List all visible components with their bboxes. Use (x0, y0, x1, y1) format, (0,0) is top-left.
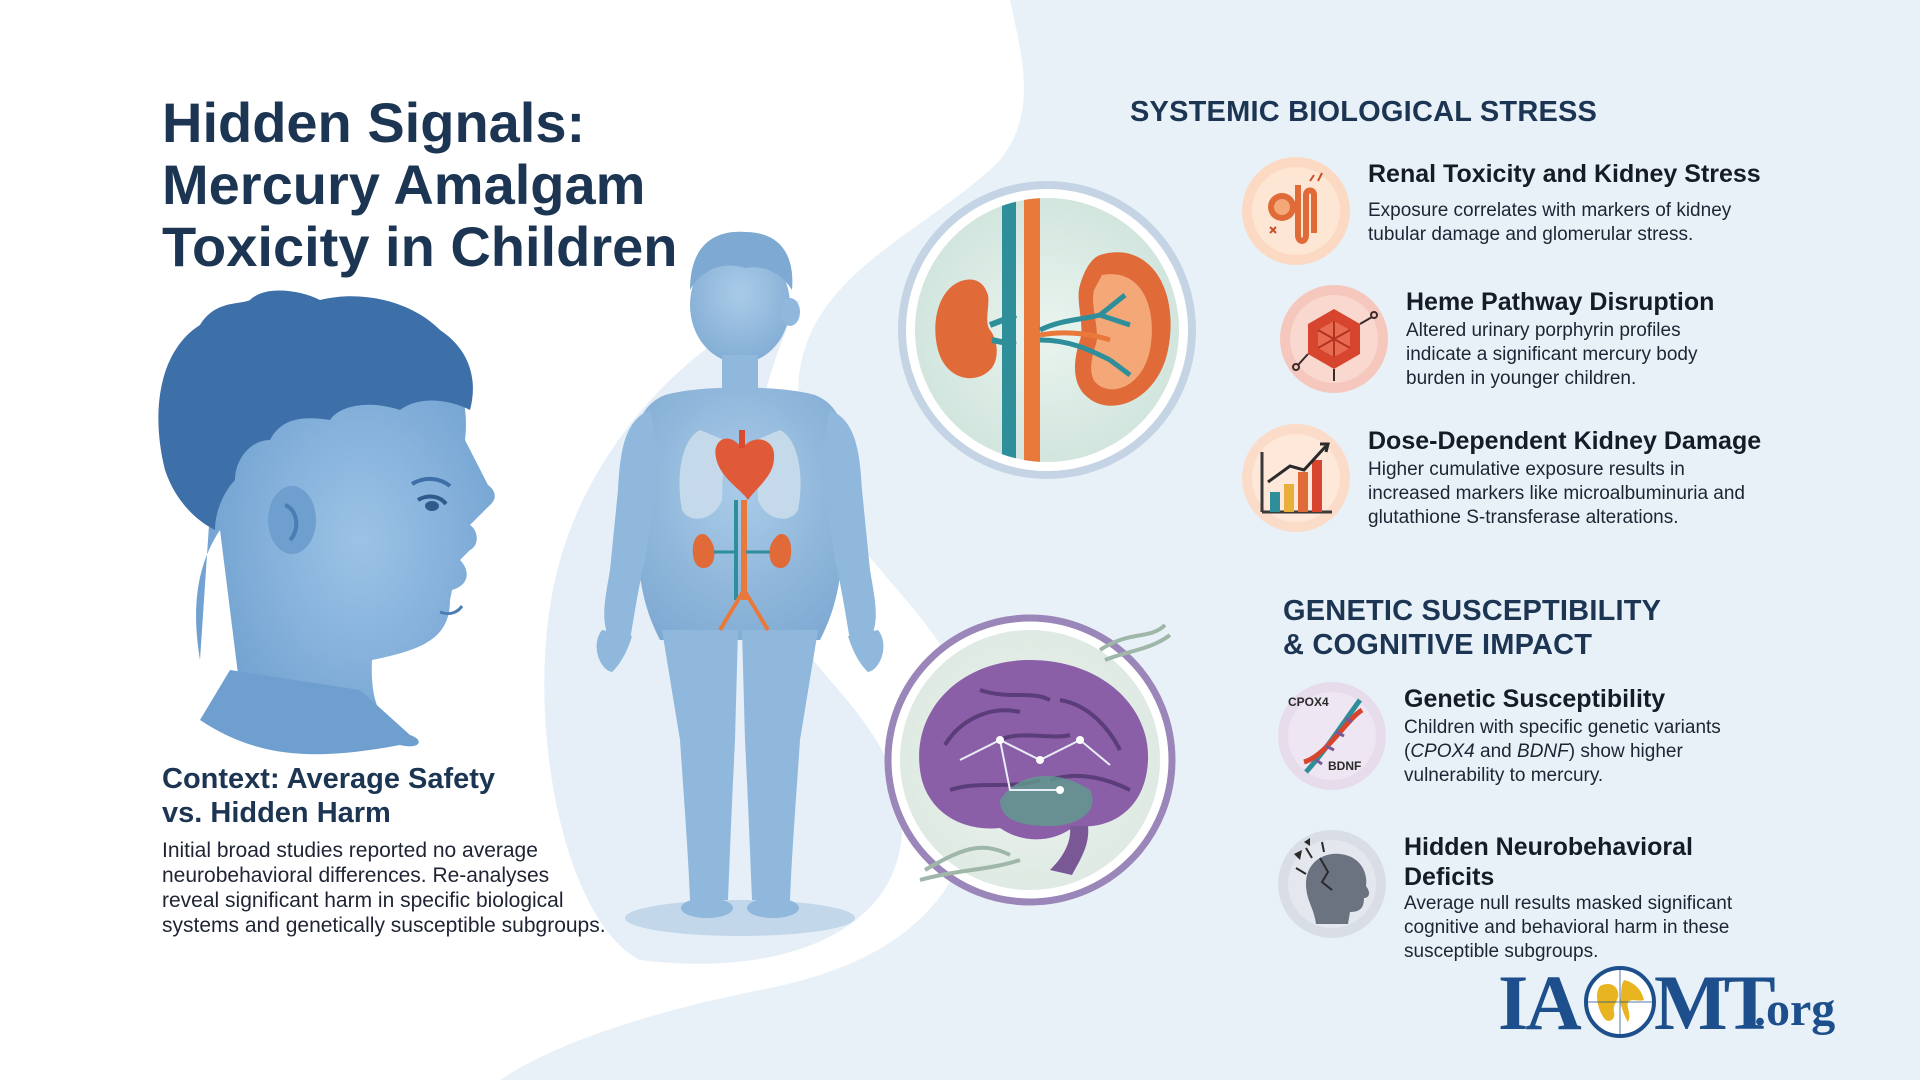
genetic-body: Children with specific genetic variants … (1404, 716, 1721, 788)
iaomt-logo-link[interactable]: IA MT .org (1498, 958, 1838, 1048)
heme-body-line-3: burden in younger children. (1406, 368, 1637, 389)
context-body-line-3: reveal significant harm in specific biol… (162, 889, 564, 912)
title-line-3: Toxicity in Children (162, 215, 678, 278)
page-title: Hidden Signals: Mercury Amalgam Toxicity… (162, 92, 722, 278)
dose-body-line-3: glutathione S-transferase alterations. (1368, 507, 1679, 528)
bar-chart-icon (1240, 422, 1352, 534)
genetic-body-line-2: (CPOX4 and BDNF) show higher (1404, 741, 1683, 762)
child-profile-illustration (158, 290, 495, 755)
logo-text-ia: IA (1498, 959, 1582, 1046)
context-heading-line-2: vs. Hidden Harm (162, 797, 391, 829)
bdnf-icon-label: BDNF (1328, 759, 1361, 773)
kidney-illustration-circle (898, 181, 1196, 479)
logo-text-org: .org (1754, 983, 1836, 1036)
child-body-illustration (596, 231, 884, 936)
systemic-heading-text: SYSTEMIC BIOLOGICAL STRESS (1130, 96, 1598, 128)
context-heading-line-1: Context: Average Safety (162, 763, 496, 795)
genetic-heading-line-2: & COGNITIVE IMPACT (1283, 629, 1593, 661)
heme-body-line-2: indicate a significant mercury body (1406, 344, 1698, 365)
neuro-body: Average null results masked significant … (1404, 892, 1732, 964)
genetic-body-line-1: Children with specific genetic variants (1404, 717, 1721, 738)
dose-body: Higher cumulative exposure results in in… (1368, 458, 1745, 530)
neuro-title-line-2: Deficits (1404, 863, 1495, 891)
gene-bdnf: BDNF (1517, 741, 1569, 762)
neuro-body-line-1: Average null results masked significant (1404, 893, 1733, 914)
globe-icon (1584, 966, 1656, 1038)
neuro-body-line-3: susceptible subgroups. (1404, 941, 1599, 962)
cracked-head-icon (1276, 828, 1388, 940)
dna-icon: CPOX4 BDNF (1276, 680, 1388, 792)
genetic-heading-line-1: GENETIC SUSCEPTIBILITY (1283, 595, 1662, 627)
neuro-body-line-2: cognitive and behavioral harm in these (1404, 917, 1730, 938)
logo-text-mt: MT (1654, 959, 1776, 1046)
dose-body-line-2: increased markers like microalbuminuria … (1368, 483, 1745, 504)
context-body-line-2: neurobehavioral differences. Re-analyses (162, 864, 550, 887)
porphyrin-molecule-icon (1278, 283, 1390, 395)
context-heading: Context: Average Safety vs. Hidden Harm (162, 762, 642, 830)
kidney-icon (1240, 155, 1352, 267)
genetic-heading: GENETIC SUSCEPTIBILITY & COGNITIVE IMPAC… (1283, 594, 1661, 662)
heme-body-line-1: Altered urinary porphyrin profiles (1406, 320, 1681, 341)
gene-cpox4: CPOX4 (1410, 741, 1475, 762)
systemic-heading: SYSTEMIC BIOLOGICAL STRESS (1130, 95, 1597, 129)
genetic-body-line-3: vulnerability to mercury. (1404, 765, 1604, 786)
renal-body-line-1: Exposure correlates with markers of kidn… (1368, 200, 1732, 221)
title-line-2: Mercury Amalgam (162, 153, 646, 216)
cpox4-icon-label: CPOX4 (1288, 695, 1329, 709)
dose-title: Dose-Dependent Kidney Damage (1368, 427, 1762, 455)
renal-body: Exposure correlates with markers of kidn… (1368, 199, 1731, 247)
genetic-title: Genetic Susceptibility (1404, 685, 1666, 713)
context-body-line-1: Initial broad studies reported no averag… (162, 839, 538, 862)
renal-title: Renal Toxicity and Kidney Stress (1368, 160, 1761, 188)
heme-title: Heme Pathway Disruption (1406, 288, 1715, 316)
neuro-title-line-1: Hidden Neurobehavioral (1404, 833, 1693, 861)
heme-body: Altered urinary porphyrin profiles indic… (1406, 319, 1697, 391)
renal-body-line-2: tubular damage and glomerular stress. (1368, 224, 1694, 245)
title-line-1: Hidden Signals: (162, 91, 586, 154)
context-body: Initial broad studies reported no averag… (162, 838, 662, 938)
neuro-title: Hidden Neurobehavioral Deficits (1404, 832, 1693, 892)
brain-illustration-circle (884, 614, 1176, 906)
context-body-line-4: systems and genetically susceptible subg… (162, 914, 606, 937)
dose-body-line-1: Higher cumulative exposure results in (1368, 459, 1685, 480)
